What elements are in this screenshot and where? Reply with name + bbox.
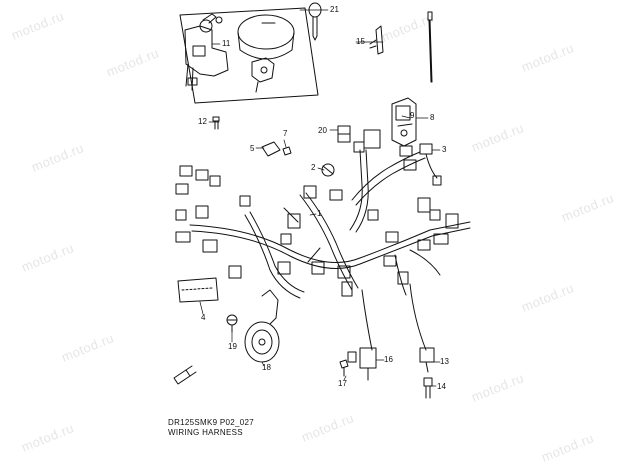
callout-16: 16 xyxy=(384,355,393,364)
coupler-part xyxy=(337,125,351,143)
callout-4: 4 xyxy=(201,313,206,322)
clamp-part xyxy=(369,25,384,55)
cable-tie-part xyxy=(427,11,433,83)
horn-part xyxy=(244,289,280,363)
switch-bolt-part xyxy=(339,359,349,377)
callout-14: 14 xyxy=(437,382,446,391)
ignition-switch-part xyxy=(184,13,229,91)
callout-9: 9 xyxy=(410,111,415,120)
callout-15: 15 xyxy=(356,37,365,46)
callout-20: 20 xyxy=(318,126,327,135)
callout-7: 7 xyxy=(283,129,288,138)
callout-2: 2 xyxy=(311,163,316,172)
key-part xyxy=(308,2,322,41)
lock-cylinder-part xyxy=(251,57,275,93)
group-frame xyxy=(179,7,319,104)
sensor-lead-part xyxy=(409,283,435,373)
bolt-part xyxy=(423,377,433,399)
fuel-cap-part xyxy=(237,14,295,60)
leader-lines xyxy=(199,9,441,387)
insulation-pad-part xyxy=(177,277,219,303)
callout-1: 1 xyxy=(317,209,322,218)
callout-17: 17 xyxy=(338,379,347,388)
callout-8: 8 xyxy=(430,113,435,122)
relay-block-part xyxy=(391,97,417,147)
callout-21: 21 xyxy=(330,5,339,14)
callout-11: 11 xyxy=(222,39,231,48)
callout-18: 18 xyxy=(262,363,271,372)
callout-12: 12 xyxy=(198,117,207,126)
callout-13: 13 xyxy=(440,357,449,366)
side-connector-part xyxy=(419,143,442,186)
grommet-part xyxy=(321,163,335,177)
diagram-title: WIRING HARNESS xyxy=(168,428,243,437)
screw-part xyxy=(212,116,220,130)
horn-grommet-part xyxy=(226,314,238,333)
callout-5: 5 xyxy=(250,144,255,153)
switch-lead-part xyxy=(347,289,377,381)
front-arrow-icon xyxy=(173,365,197,385)
clip-part xyxy=(261,141,292,157)
callout-19: 19 xyxy=(228,342,237,351)
diagram-code: DR125SMK9 P02_027 xyxy=(168,418,255,427)
harness-connectors xyxy=(175,129,459,297)
callout-3: 3 xyxy=(442,145,447,154)
